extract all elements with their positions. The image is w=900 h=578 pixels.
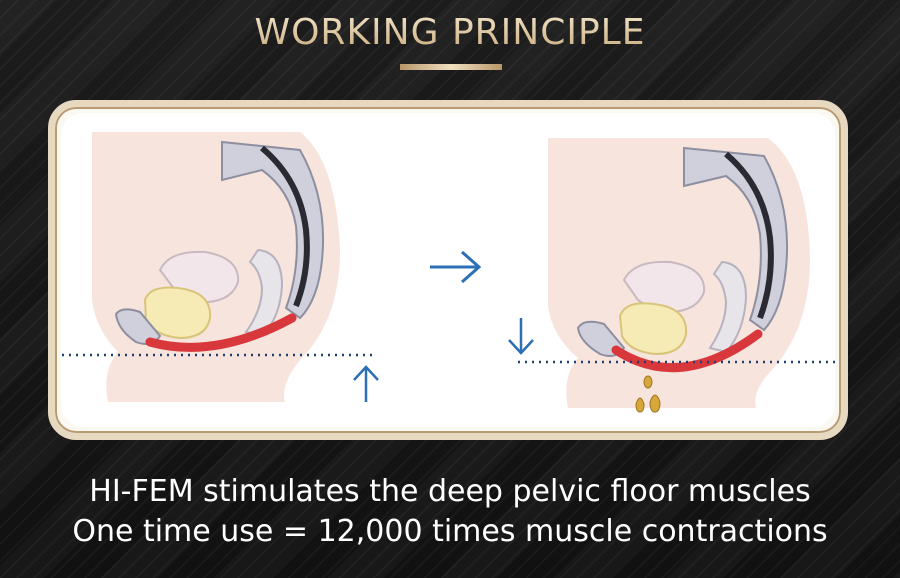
leakage-drops bbox=[635, 375, 661, 413]
right-rectum bbox=[708, 260, 748, 354]
caption-line-1: HI-FEM stimulates the deep pelvic floor … bbox=[89, 474, 811, 509]
arrow-down-icon bbox=[508, 318, 534, 355]
right-pelvic-floor-muscle bbox=[611, 329, 763, 373]
page-title: WORKING PRINCIPLE bbox=[0, 12, 900, 53]
title-underline bbox=[400, 64, 502, 70]
caption-line-2: One time use = 12,000 times muscle contr… bbox=[72, 514, 828, 549]
right-spinal-canal bbox=[724, 151, 774, 320]
left-spinal-canal bbox=[260, 145, 310, 308]
left-spine bbox=[221, 140, 325, 320]
left-illustration bbox=[62, 132, 374, 402]
left-rectum bbox=[244, 248, 284, 338]
right-spine bbox=[683, 146, 789, 332]
arrow-right-icon bbox=[430, 250, 482, 284]
arrow-up-icon bbox=[353, 365, 379, 402]
left-bladder bbox=[143, 286, 212, 340]
right-illustration bbox=[518, 138, 836, 413]
right-bladder bbox=[618, 302, 688, 356]
left-pelvic-floor-muscle bbox=[145, 313, 297, 352]
